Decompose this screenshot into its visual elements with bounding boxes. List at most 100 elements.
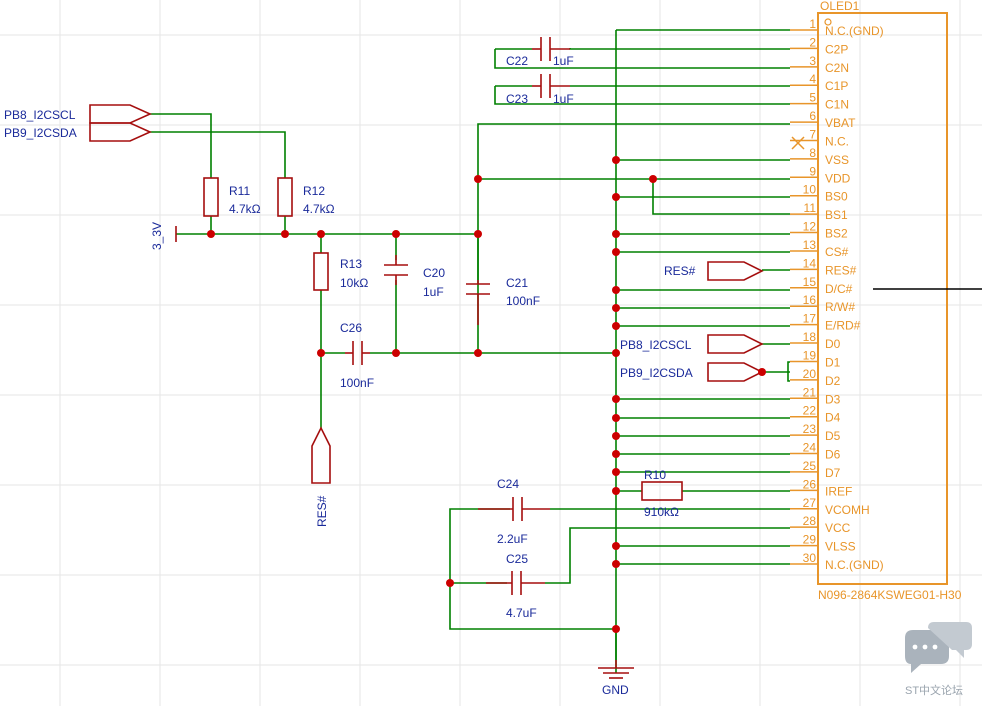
chip-pin-name: C2N — [825, 61, 849, 75]
chip-pin-name: BS2 — [825, 227, 848, 241]
chip-pin-name: VBAT — [825, 116, 856, 130]
c26-ref: C26 — [340, 321, 362, 335]
junction-dot — [612, 230, 620, 238]
chip-pin-number: 21 — [803, 385, 817, 399]
chip-pin-number: 11 — [804, 201, 817, 215]
junction-dot — [317, 349, 325, 357]
net-label-pb9-right: PB9_I2CSDA — [620, 366, 693, 380]
components — [89, 37, 764, 679]
junction-dots — [207, 156, 766, 633]
chip-pin-number: 4 — [809, 72, 816, 86]
chip-pin-name: E/RD# — [825, 319, 861, 333]
chip-pin-number: 1 — [809, 17, 816, 31]
wires — [150, 29, 790, 673]
junction-dot — [612, 450, 620, 458]
chip-pin-number: 5 — [809, 91, 816, 105]
no-connect-mark — [791, 136, 805, 150]
chip-pin-name: N.C.(GND) — [825, 24, 884, 38]
junction-dot — [317, 230, 325, 238]
chip-pin-name: N.C.(GND) — [825, 558, 884, 572]
wire — [494, 86, 790, 105]
r10-ref: R10 — [644, 468, 666, 482]
chip-pin-number: 2 — [809, 35, 816, 49]
resistor-r12 — [277, 177, 293, 217]
wire — [150, 113, 212, 178]
chip-pin-number: 14 — [803, 256, 817, 270]
junction-dot — [474, 175, 482, 183]
chip-pin-name: C1P — [825, 79, 848, 93]
chip-pin-name: D7 — [825, 466, 841, 480]
c26-value: 100nF — [340, 376, 374, 390]
net-port-res-bottom — [311, 426, 331, 484]
junction-dot — [392, 230, 400, 238]
r13-value: 10kΩ — [340, 276, 368, 290]
chip-pin-number: 24 — [803, 441, 817, 455]
chip-pin-number: 9 — [809, 164, 816, 178]
chip-pin-name: D/C# — [825, 282, 853, 296]
power-label: 3_3V — [150, 222, 164, 250]
chip-pin-name: D3 — [825, 392, 841, 406]
junction-dot — [612, 414, 620, 422]
net-label-res-bottom: RES# — [315, 495, 329, 527]
junction-dot — [392, 349, 400, 357]
net-port-pb8-left — [89, 104, 152, 124]
chip-pin-name: C1N — [825, 98, 849, 112]
resistor-r13 — [313, 252, 329, 291]
junction-dot — [612, 560, 620, 568]
wire — [494, 49, 790, 69]
chip-pin-name: D4 — [825, 411, 841, 425]
r12-value: 4.7kΩ — [303, 202, 335, 216]
junction-dot — [612, 625, 620, 633]
chip-pin-name: D6 — [825, 448, 841, 462]
net-label-res-right: RES# — [664, 264, 696, 278]
chip-pin-number: 3 — [809, 54, 816, 68]
net-port-res-right — [707, 261, 764, 281]
junction-dot — [446, 579, 454, 587]
chip-pin-number: 10 — [803, 183, 817, 197]
chip-body — [817, 12, 948, 585]
junction-dot — [207, 230, 215, 238]
chip-pin-number: 17 — [803, 312, 817, 326]
chip-pin-name: VCC — [825, 521, 851, 535]
net-port-pb8-right — [707, 334, 764, 354]
r13-ref: R13 — [340, 257, 362, 271]
chat-bubble-icon — [928, 622, 972, 658]
junction-dot — [612, 286, 620, 294]
junction-dot — [612, 468, 620, 476]
c24-value: 2.2uF — [497, 532, 528, 546]
watermark-text: ST中文论坛 — [905, 683, 963, 697]
c21-ref: C21 — [506, 276, 528, 290]
chip-pin-number: 30 — [803, 551, 817, 565]
junction-dot — [612, 349, 620, 357]
wire — [545, 527, 790, 584]
chip-pin-number: 19 — [803, 348, 817, 362]
chip-pin-name: IREF — [825, 484, 852, 498]
junction-dot — [612, 193, 620, 201]
watermark: ST中文论坛 — [905, 622, 972, 697]
c23-ref: C23 — [506, 92, 528, 106]
wire — [652, 179, 790, 215]
chip-pin-number: 6 — [809, 109, 816, 123]
junction-dot — [612, 322, 620, 330]
c25-ref: C25 — [506, 552, 528, 566]
chip-pin-name: D1 — [825, 355, 841, 369]
r10-value: 910kΩ — [644, 505, 679, 519]
chip-pin-number: 15 — [803, 275, 817, 289]
junction-dot — [612, 304, 620, 312]
chip-pin-name: N.C. — [825, 134, 849, 148]
chip-pin-name: BS1 — [825, 208, 848, 222]
resistor-r10 — [641, 481, 683, 501]
chip-pin-number: 23 — [803, 422, 817, 436]
wire — [477, 123, 790, 353]
chip-pin-number: 13 — [803, 238, 817, 252]
junction-dot — [612, 487, 620, 495]
chip-pin-number: 27 — [803, 496, 817, 510]
c20-value: 1uF — [423, 285, 444, 299]
chip-pin-number: 25 — [803, 459, 817, 473]
c23-value: 1uF — [553, 92, 574, 106]
chip-pin-name: C2P — [825, 42, 848, 56]
